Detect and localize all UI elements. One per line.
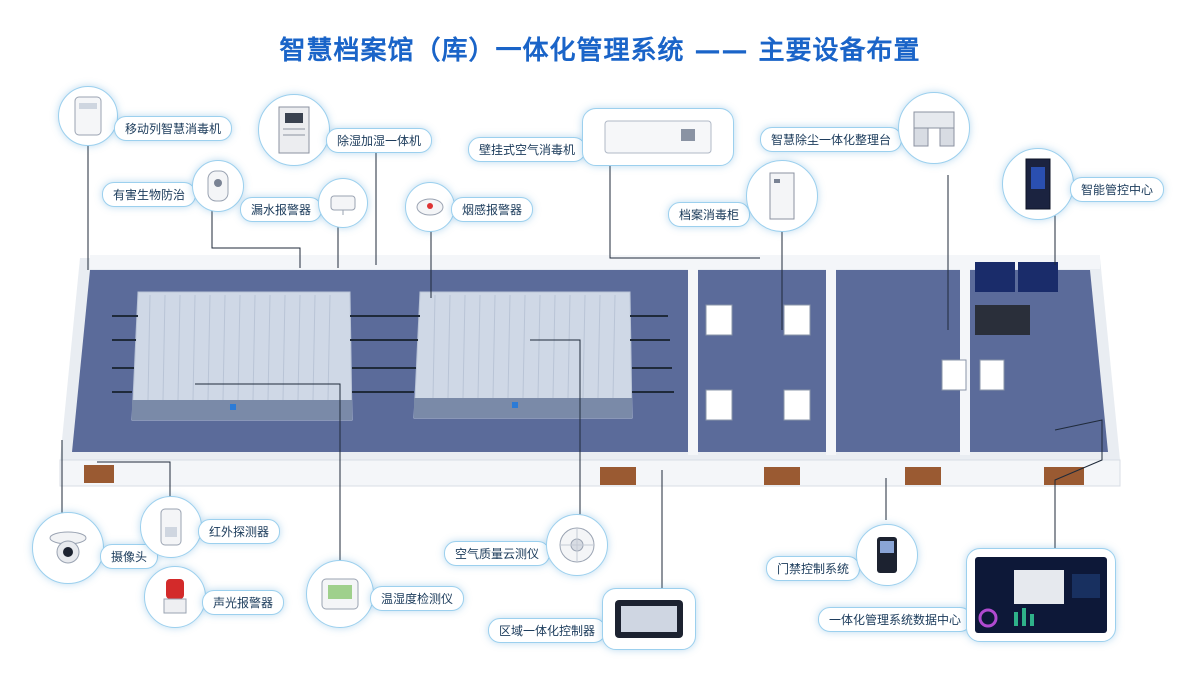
temp-humidity-label: 温湿度检测仪 — [370, 585, 465, 611]
data-center-icon — [966, 548, 1117, 642]
zone-controller-icon — [602, 588, 697, 650]
doors — [84, 465, 1084, 485]
callout-dust-cleaning-station: 智慧除尘一体化整理台 — [760, 92, 971, 164]
infrared-detector-icon — [140, 496, 202, 558]
wall-divider-2 — [826, 255, 836, 455]
page-title: 智慧档案馆（库）一体化管理系统 —— 主要设备布置 — [279, 36, 921, 66]
wall-divider-3 — [960, 255, 970, 455]
mobile-disinfector-label: 移动列智慧消毒机 — [114, 115, 233, 141]
dehumidifier-icon — [258, 94, 330, 166]
callout-access-control: 门禁控制系统 — [766, 524, 919, 586]
callout-mobile-disinfector: 移动列智慧消毒机 — [58, 86, 233, 146]
callout-air-quality: 空气质量云测仪 — [444, 514, 609, 576]
wall-divider-1 — [688, 255, 698, 455]
temp-humidity-icon — [306, 560, 374, 628]
back-wall — [90, 255, 1100, 269]
callout-water-leak-alarm: 漏水报警器 — [240, 178, 369, 228]
office-desks — [705, 304, 1005, 421]
mobile-disinfector-icon — [58, 86, 118, 146]
callout-infrared-detector: 红外探测器 — [140, 496, 281, 558]
smoke-alarm-label: 烟感报警器 — [451, 196, 534, 222]
zone-controller-label: 区域一体化控制器 — [488, 617, 607, 643]
pest-control-label: 有害生物防治 — [102, 181, 197, 207]
access-control-label: 门禁控制系统 — [766, 555, 861, 581]
compact-shelves-1 — [131, 291, 353, 421]
callout-sound-light-alarm: 声光报警器 — [144, 566, 285, 628]
front-wall — [59, 459, 1121, 487]
callout-zone-controller: 区域一体化控制器 — [488, 588, 697, 650]
sound-light-alarm-icon — [144, 566, 206, 628]
air-quality-icon — [546, 514, 609, 576]
callout-pest-control: 有害生物防治 — [102, 160, 245, 212]
callout-smoke-alarm: 烟感报警器 — [405, 182, 534, 232]
callout-dehumidifier: 除湿加湿一体机 — [258, 94, 433, 166]
archive-cabinet-icon — [746, 160, 819, 232]
water-leak-alarm-icon — [318, 178, 369, 228]
smoke-alarm-icon — [405, 182, 455, 232]
callout-camera: 摄像头 — [32, 512, 159, 584]
control-center-label: 智能管控中心 — [1070, 176, 1165, 202]
dehumidifier-label: 除湿加湿一体机 — [326, 127, 433, 153]
compact-shelves-2 — [413, 291, 633, 419]
dust-cleaning-station-label: 智慧除尘一体化整理台 — [760, 126, 903, 152]
water-leak-alarm-label: 漏水报警器 — [240, 196, 323, 222]
air-quality-label: 空气质量云测仪 — [444, 540, 551, 566]
callout-wall-air-disinfector: 壁挂式空气消毒机 — [468, 108, 735, 166]
server-racks — [975, 262, 1058, 335]
callout-archive-cabinet: 档案消毒柜 — [668, 160, 819, 232]
shelf-rails — [112, 315, 674, 393]
callout-control-center: 智能管控中心 — [1002, 148, 1165, 220]
callout-data-center: 一体化管理系统数据中心 — [818, 548, 1117, 642]
wall-air-disinfector-icon — [582, 108, 735, 166]
camera-label: 摄像头 — [100, 543, 159, 569]
sound-light-alarm-label: 声光报警器 — [202, 589, 285, 615]
dust-cleaning-station-icon — [898, 92, 971, 164]
infrared-detector-label: 红外探测器 — [198, 518, 281, 544]
data-center-label: 一体化管理系统数据中心 — [818, 606, 973, 632]
pest-control-icon — [192, 160, 245, 212]
control-center-icon — [1002, 148, 1074, 220]
archive-cabinet-label: 档案消毒柜 — [668, 201, 751, 227]
callout-temp-humidity: 温湿度检测仪 — [306, 560, 465, 628]
wall-air-disinfector-label: 壁挂式空气消毒机 — [468, 136, 587, 162]
access-control-icon — [856, 524, 919, 586]
camera-icon — [32, 512, 104, 584]
leader-lines — [61, 140, 1103, 590]
